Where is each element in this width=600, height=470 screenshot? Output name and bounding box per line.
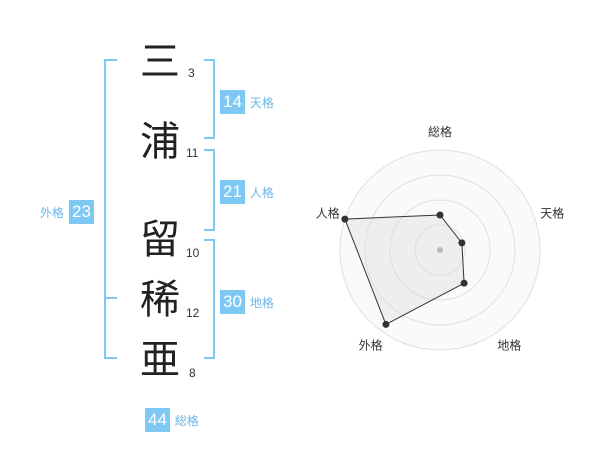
tenkaku-label: 天格 <box>249 95 274 110</box>
jinkaku-badge: 21 人格 <box>220 180 274 204</box>
jinkaku-label: 人格 <box>249 185 274 200</box>
name-char-5: 亜 <box>140 337 180 383</box>
radar-point-1 <box>436 211 444 219</box>
name-char-2: 浦 <box>140 119 180 165</box>
chikaku-badge: 30 地格 <box>220 290 274 314</box>
chikaku-value: 30 <box>220 290 245 314</box>
radar-axis-label-2: 天格 <box>540 206 564 221</box>
radar-axis-label-4: 外格 <box>359 337 383 352</box>
jinkaku-value: 21 <box>220 180 245 204</box>
gaikaku-label: 外格 <box>40 205 65 220</box>
radar-point-5 <box>341 215 349 223</box>
jinkaku-bracket <box>204 149 215 231</box>
radar-ring-3 <box>364 174 516 326</box>
soukaku-label: 総格 <box>174 413 199 428</box>
stroke-count-1: 3 <box>188 66 195 80</box>
radar-axis-label-5: 人格 <box>316 206 340 221</box>
radar-ring-2 <box>389 199 491 301</box>
radar-axis-label-3: 地格 <box>497 337 521 352</box>
radar-axis-label-1: 総格 <box>428 124 452 139</box>
gaikaku-bracket <box>104 59 117 359</box>
soukaku-badge: 44 総格 <box>145 408 199 432</box>
radar-points <box>341 211 468 328</box>
radar-point-2 <box>458 239 466 247</box>
tenkaku-badge: 14 天格 <box>220 90 274 114</box>
gaikaku-badge: 外格 23 <box>40 200 94 224</box>
name-char-1: 三 <box>140 39 180 85</box>
radar-center <box>437 247 443 253</box>
stroke-count-5: 8 <box>189 366 196 380</box>
soukaku-value: 44 <box>145 408 170 432</box>
chikaku-label: 地格 <box>249 295 274 310</box>
stroke-count-4: 12 <box>186 306 200 320</box>
stroke-count-2: 11 <box>186 146 199 160</box>
gaikaku-value: 23 <box>69 200 94 224</box>
name-char-3: 留 <box>140 217 180 263</box>
tenkaku-value: 14 <box>220 90 245 114</box>
radar-ring-1 <box>414 224 466 276</box>
tenkaku-bracket <box>204 59 215 139</box>
chikaku-bracket <box>204 239 215 359</box>
radar-point-4 <box>382 320 390 328</box>
radar-point-3 <box>460 279 468 287</box>
name-char-4: 稀 <box>140 277 180 323</box>
stroke-count-3: 10 <box>186 246 200 260</box>
radar-polygon <box>344 214 465 326</box>
